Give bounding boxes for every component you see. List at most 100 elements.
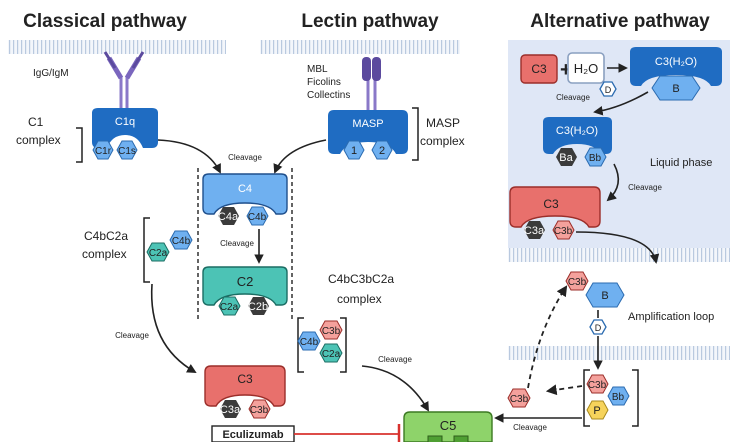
cleavage-mid-label: Cleavage: [220, 239, 254, 248]
title-alternative: Alternative pathway: [530, 11, 710, 32]
c2-label: C2: [237, 274, 254, 289]
membrane-lectin: [260, 40, 460, 54]
c4bc2a-label-2: complex: [82, 247, 127, 261]
c1-bracket: [76, 127, 83, 163]
c4bc3bc2a-c4b-label: C4b: [300, 337, 319, 348]
liquid-phase-label: Liquid phase: [650, 157, 712, 169]
c4bc3bc2a-bracket-right: [340, 317, 347, 373]
conv-p-label: P: [593, 405, 600, 417]
amp-factor-d-label: D: [595, 323, 602, 333]
alt-cleavage1-label: Cleavage: [556, 93, 590, 102]
arrow-c4bc2a-to-c3: [150, 283, 197, 373]
alt-factor-d-label: D: [605, 85, 612, 95]
c4bc2a-label-1: C4bC2a: [84, 229, 128, 243]
amp-c3b-label: C3b: [568, 277, 587, 288]
c2-molecule: C2 C2a C2b: [202, 266, 288, 316]
alt-c3h2o-top: C3(H₂O) B: [630, 47, 722, 101]
conv-bb-hex: [607, 386, 630, 406]
c4bc3bc2a-c3b-label: C3b: [322, 326, 341, 337]
c4bc2a-bracket: [143, 217, 150, 283]
masp-shape: [328, 110, 408, 154]
alt-bb-hex: [584, 147, 607, 167]
c3-center-label: C3: [237, 372, 253, 386]
c4bc2a-complex: C2a C4b: [146, 230, 193, 262]
alt-c3h2o-mid: C3(H₂O) Ba Bb: [543, 117, 612, 167]
cleavage-c4bc3bc2a-label: Cleavage: [378, 355, 412, 364]
c3-center-molecule: C3 C3a C3b: [204, 365, 286, 419]
antibody-label: IgG/IgM: [33, 68, 69, 79]
arrow-c4bc3bc2a-to-c5: [361, 365, 429, 412]
masp-label: MASP: [352, 118, 383, 130]
c2b-label: C2b: [248, 301, 268, 313]
amp-c3b-b: C3b B: [565, 271, 625, 308]
arrow-c3h2o-cleavage: [593, 91, 649, 116]
alt-c3h2o-top-label: C3(H₂O): [655, 56, 697, 68]
ficolins-label: Ficolins: [307, 77, 341, 88]
conv-bb-label: Bb: [612, 392, 625, 403]
alt-h2o-label: H₂O: [574, 61, 599, 76]
title-lectin: Lectin pathway: [301, 11, 439, 32]
c1q-label: C1q: [115, 116, 135, 128]
alt-factor-b-top-label: B: [672, 83, 679, 95]
c1q-shape: [92, 108, 158, 148]
c4bc2a-c4b-label: C4b: [172, 236, 191, 247]
free-c3b: C3b: [507, 388, 531, 408]
cleavage-left-label: Cleavage: [115, 331, 149, 340]
conv-p-hex: [586, 400, 609, 420]
amp-b-hex: [585, 282, 625, 308]
c1-complex-label-1: C1: [28, 115, 44, 129]
c3a-center-hex: [220, 400, 241, 418]
arrow-to-c3-big: [606, 163, 620, 202]
c2a-hex: [218, 296, 241, 316]
c2b-hex: [248, 297, 269, 315]
masp2-label: 2: [379, 145, 385, 157]
arrow-loop-dashed-left: [545, 384, 583, 396]
c4bc3bc2a-label-1: C4bC3bC2a: [328, 272, 394, 286]
conv-c3b-label: C3b: [588, 380, 607, 391]
alt-c3-box: C3: [520, 54, 558, 84]
c3b-center-label: C3b: [250, 405, 269, 416]
c1s-label: C1s: [118, 146, 136, 157]
collectins-label: Collectins: [307, 90, 350, 101]
alt-c3-big: C3 C3a C3b: [509, 186, 601, 240]
c1-complex-label-2: complex: [16, 133, 61, 147]
arrow-loop-dashed-up: [527, 285, 568, 389]
c4bc3bc2a-bracket-left: [297, 317, 304, 373]
alt-ba-label: Ba: [559, 152, 573, 164]
conv-c3b-hex: [586, 374, 609, 394]
alt-convertase: C3b Bb P: [586, 374, 630, 420]
membranes: [8, 40, 730, 360]
amp-c3b-hex: [565, 271, 589, 291]
lectin-receptor: [362, 57, 381, 112]
mbl-label: MBL: [307, 64, 328, 75]
c4bc3bc2a-c2a-label: C2a: [322, 349, 341, 360]
alt-factor-d-hex: [599, 81, 617, 97]
alt-c3a-hex: [524, 221, 545, 239]
arrow-masp-to-c4: [273, 139, 327, 174]
alt-cleavage3-label: Cleavage: [513, 423, 547, 432]
alt-c3-big-label: C3: [543, 197, 559, 211]
membrane-alt-2: [508, 346, 730, 360]
c1r-hex: [92, 140, 114, 160]
c4bc3bc2a-c2a-hex: [319, 343, 343, 363]
amplification-loop-label: Amplification loop: [628, 311, 714, 323]
c3b-center-hex: [248, 399, 271, 419]
c4-label: C4: [238, 183, 252, 195]
arrow-c1-to-c4: [157, 139, 221, 174]
arrow-c3b-to-membrane: [575, 231, 660, 264]
cleavage-top-label: Cleavage: [228, 153, 262, 162]
c4b-label: C4b: [248, 212, 267, 223]
alt-c3-label: C3: [531, 62, 547, 76]
c4b-hex: [246, 206, 269, 226]
c4a-label: C4a: [218, 211, 239, 223]
alt-c3a-label: C3a: [524, 225, 545, 237]
c1r-label: C1r: [95, 146, 112, 157]
alt-c3b-label: C3b: [554, 226, 573, 237]
masp-bracket: [412, 107, 419, 161]
c4bc3bc2a-c4b-hex: [297, 331, 321, 351]
c4bc2a-c2a-hex: [146, 242, 170, 262]
c4bc3bc2a-c3b-hex: [319, 320, 343, 340]
free-c3b-hex: [507, 388, 531, 408]
antibody-igg-igm: [103, 51, 145, 108]
c5-molecule: C5: [403, 411, 493, 442]
